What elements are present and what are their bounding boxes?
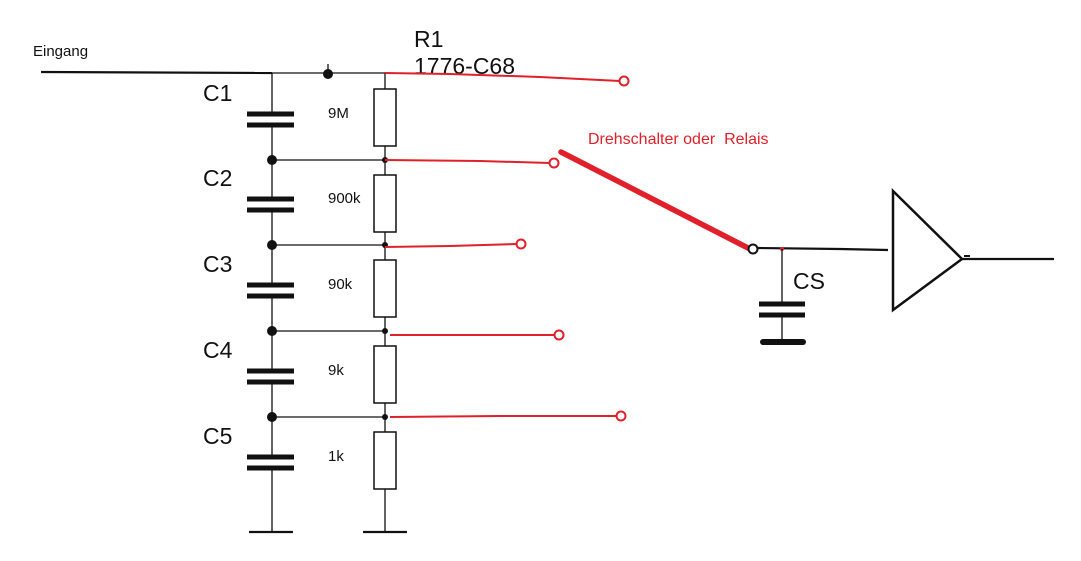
capacitor-label-c3: C3 <box>203 251 232 277</box>
resistor-label-1k: 1k <box>328 448 344 465</box>
resistor-label-9m: 9M <box>328 105 349 122</box>
capacitor-ladder <box>247 73 294 534</box>
switch-contact-4 <box>553 329 565 341</box>
switch-contact-5 <box>615 410 627 422</box>
capacitor-label-c2: C2 <box>203 165 232 191</box>
buffer-input-wire <box>756 246 889 252</box>
capacitor-label-c4: C4 <box>203 337 233 363</box>
switch-arm <box>558 149 751 251</box>
switch-contact-1 <box>618 75 630 87</box>
resistor-label-900k: 900k <box>328 190 361 207</box>
capacitor-label-c1: C1 <box>203 80 232 106</box>
switch-pivot <box>747 243 759 255</box>
switch-contact-2 <box>548 157 560 169</box>
switch-label: Drehschalter oder Relais <box>588 131 769 148</box>
resistor-label-90k: 90k <box>328 276 353 293</box>
switch-contacts <box>384 72 630 422</box>
hold-capacitor-label: CS <box>793 268 825 294</box>
input-label: Eingang <box>33 43 88 60</box>
input-wire <box>40 70 273 75</box>
resistor-ladder <box>363 73 407 534</box>
resistor-ref-label: R1 <box>414 26 443 52</box>
hold-capacitor <box>759 249 806 345</box>
resistor-label-9k: 9k <box>328 362 344 379</box>
switch-contact-3 <box>515 238 527 250</box>
buffer-amplifier <box>891 188 964 313</box>
capacitor-label-c5: C5 <box>203 423 232 449</box>
